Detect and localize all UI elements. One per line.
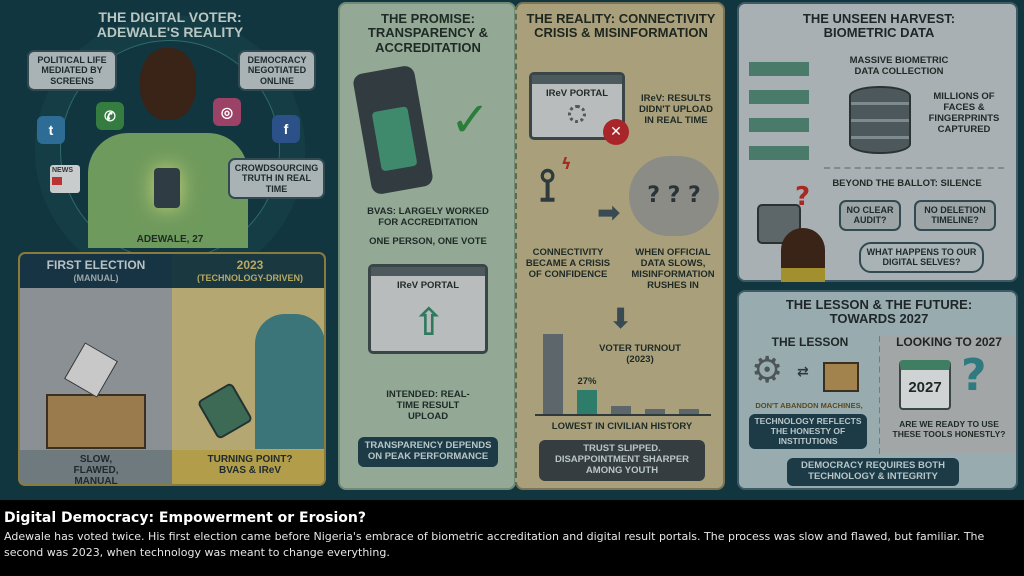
ready-question: ARE WE READY TO USE THESE TOOLS HONESTLY… bbox=[892, 419, 1006, 439]
election-comparison: FIRST ELECTION (MANUAL) 2023 (TECHNOLOGY… bbox=[18, 252, 326, 486]
connectivity-text: CONNECTIVITY BECAME A CRISIS OF CONFIDEN… bbox=[525, 247, 611, 280]
database-icon bbox=[849, 86, 911, 154]
speech-bubble: CROWDSOURCING TRUTH IN REAL TIME bbox=[228, 158, 325, 200]
collection-text: MASSIVE BIOMETRIC DATA COLLECTION bbox=[849, 55, 949, 77]
upload-arrow-icon: ⇧ bbox=[413, 300, 445, 344]
audit-question: NO CLEAR AUDIT? bbox=[839, 200, 901, 231]
promise-panel: THE PROMISE: TRANSPARENCY & ACCREDITATIO… bbox=[338, 2, 516, 490]
ballot-paper-icon bbox=[64, 342, 118, 398]
first-election-title: FIRST ELECTION bbox=[46, 258, 146, 272]
harvest-title: THE UNSEEN HARVEST: BIOMETRIC DATA bbox=[802, 11, 956, 41]
promise-title: THE PROMISE: TRANSPARENCY & ACCREDITATIO… bbox=[367, 11, 489, 55]
lightning-icon: ϟ bbox=[561, 154, 572, 173]
portal-note: IReV: RESULTS DIDN'T UPLOAD IN REAL TIME bbox=[638, 93, 714, 126]
dont-abandon-text: DON'T ABANDON MACHINES, bbox=[755, 401, 863, 410]
caption-title: Digital Democracy: Empowerment or Erosio… bbox=[4, 510, 366, 526]
second-election-sub: (TECHNOLOGY-DRIVEN) bbox=[196, 273, 303, 283]
reality-title: THE REALITY: CONNECTIVITY CRISIS & MISIN… bbox=[526, 11, 716, 41]
voter-figure bbox=[255, 314, 324, 449]
reality-panel: THE REALITY: CONNECTIVITY CRISIS & MISIN… bbox=[515, 2, 725, 490]
portal-label: IReV PORTAL bbox=[396, 280, 460, 291]
infographic: THE DIGITAL VOTER: ADEWALE'S REALITY t ✆… bbox=[0, 0, 1024, 500]
lesson-title: THE LESSON & THE FUTURE: TOWARDS 2027 bbox=[785, 297, 973, 327]
caption-text: Adewale has voted twice. His first elect… bbox=[4, 530, 985, 559]
news-icon: NEWS bbox=[50, 165, 80, 193]
first-election-caption: SLOW, FLAWED, MANUAL bbox=[73, 454, 119, 486]
bar-data-label: 27% bbox=[577, 376, 597, 388]
intended-text: INTENDED: REAL-TIME RESULT UPLOAD bbox=[386, 389, 470, 422]
question-mark-icon: ? bbox=[961, 350, 987, 401]
arrow-right-icon: ➡ bbox=[597, 196, 621, 229]
transparency-box: TRANSPARENCY DEPENDS ON PEAK PERFORMANCE bbox=[358, 437, 498, 467]
turnout-bar bbox=[611, 406, 631, 414]
ballot-box-icon bbox=[823, 362, 859, 392]
instagram-icon: ◎ bbox=[213, 98, 241, 126]
bvas-device-icon bbox=[351, 64, 435, 196]
phone-icon bbox=[154, 168, 180, 208]
harvest-panel: THE UNSEEN HARVEST: BIOMETRIC DATA MASSI… bbox=[737, 2, 1018, 282]
turnout-chart: 27% bbox=[535, 334, 711, 416]
silence-text: BEYOND THE BALLOT: SILENCE bbox=[832, 178, 982, 189]
millions-text: MILLIONS OF FACES & FINGERPRINTS CAPTURE… bbox=[928, 91, 1000, 135]
checkmark-icon: ✓ bbox=[450, 92, 491, 148]
gear-icon: ⚙ bbox=[751, 350, 784, 391]
section-title: THE DIGITAL VOTER: ADEWALE'S REALITY bbox=[96, 9, 244, 41]
turnout-bar bbox=[543, 334, 563, 414]
chart-title: VOTER TURNOUT (2023) bbox=[599, 343, 681, 365]
lesson-panel: THE LESSON & THE FUTURE: TOWARDS 2027 TH… bbox=[737, 290, 1018, 490]
person-illustration bbox=[88, 48, 248, 248]
calendar-icon: 2027 bbox=[899, 360, 951, 410]
irev-portal-window: IReV PORTAL ⇧ bbox=[368, 264, 488, 354]
lesson-heading: THE LESSON bbox=[771, 335, 849, 349]
arrow-down-icon: ⬇ bbox=[609, 302, 633, 335]
signal-tower-icon: ⟟ bbox=[539, 158, 557, 212]
caption-area: Digital Democracy: Empowerment or Erosio… bbox=[0, 500, 1024, 576]
speech-bubble: DEMOCRACY NEGOTIATED ONLINE bbox=[238, 50, 316, 92]
whatsapp-icon: ✆ bbox=[96, 102, 124, 130]
footer-box: DEMOCRACY REQUIRES BOTH TECHNOLOGY & INT… bbox=[787, 458, 959, 486]
person-avatar bbox=[781, 228, 825, 282]
bvas-text: BVAS: LARGELY WORKED FOR ACCREDITATION bbox=[367, 206, 489, 228]
thought-bubble: WHAT HAPPENS TO OUR DIGITAL SELVES? bbox=[859, 242, 984, 273]
motto-text: ONE PERSON, ONE VOTE bbox=[369, 236, 487, 247]
loading-spinner-icon bbox=[568, 105, 586, 123]
facebook-icon: f bbox=[272, 115, 300, 143]
turnout-bar bbox=[645, 409, 665, 414]
misinformation-text: WHEN OFFICIAL DATA SLOWS, MISINFORMATION… bbox=[631, 247, 715, 291]
divider bbox=[824, 167, 1004, 169]
misinformation-cloud-icon: ? ? ? bbox=[629, 156, 719, 236]
digital-voter-section: THE DIGITAL VOTER: ADEWALE'S REALITY t ✆… bbox=[0, 0, 336, 500]
exchange-arrows-icon: ⇄ bbox=[797, 364, 809, 380]
trust-box: TRUST SLIPPED. DISAPPOINTMENT SHARPER AM… bbox=[539, 440, 705, 481]
second-election-caption: TURNING POINT? BVAS & IReV bbox=[207, 454, 293, 476]
first-election-sub: (MANUAL) bbox=[73, 273, 119, 283]
news-label: NEWS bbox=[52, 167, 73, 174]
deletion-question: NO DELETION TIMELINE? bbox=[914, 200, 996, 231]
error-icon: ✕ bbox=[603, 119, 629, 145]
chart-xlabel: LOWEST IN CIVILIAN HISTORY bbox=[551, 421, 693, 432]
face-grid-icon bbox=[749, 56, 809, 164]
turnout-bar bbox=[577, 390, 597, 414]
portal-label: IReV PORTAL bbox=[545, 88, 609, 99]
speech-bubble: POLITICAL LIFE MEDIATED BY SCREENS bbox=[27, 50, 117, 92]
twitter-icon: t bbox=[37, 116, 65, 144]
ballot-box-icon bbox=[46, 394, 146, 449]
second-election-title: 2023 bbox=[236, 258, 264, 272]
reflects-box: TECHNOLOGY REFLECTS THE HONESTY OF INSTI… bbox=[749, 414, 867, 450]
future-heading: LOOKING TO 2027 bbox=[896, 335, 1002, 349]
person-label: ADEWALE, 27 bbox=[136, 234, 204, 245]
question-mark-icon: ? bbox=[795, 182, 811, 212]
turnout-bar bbox=[679, 409, 699, 414]
